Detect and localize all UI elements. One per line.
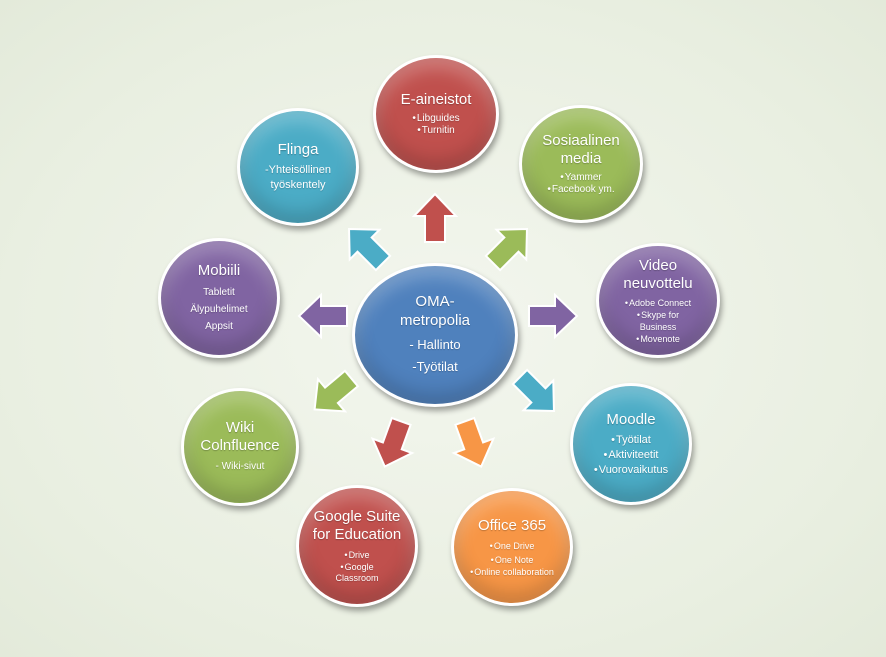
node-list: One Drive One Note Online collaboration <box>469 539 555 578</box>
list-item: Aktiviteetit <box>591 448 671 463</box>
list-item: Vuorovaikutus <box>591 463 671 478</box>
arrow-right <box>527 292 579 340</box>
arrow-left-down <box>298 360 367 429</box>
center-node: OMA- metropolia - Hallinto -Työtilat <box>352 263 518 407</box>
node-mobiili: Mobiili Tabletit Älypuhelimet Appsit <box>158 238 280 358</box>
node-title: Mobiili <box>197 261 241 279</box>
node-title: Wiki Colnfluence <box>200 419 280 454</box>
node-list: Tabletit Älypuhelimet Appsit <box>190 284 247 335</box>
list-item: -Yhteisöllinen työskentely <box>264 164 332 191</box>
center-item: - Hallinto <box>409 337 461 352</box>
node-list: Työtilat Aktiviteetit Vuorovaikutus <box>591 433 671 478</box>
list-item: Työtilat <box>591 433 671 448</box>
node-title: Video neuvottelu <box>623 256 693 292</box>
arrow-up-shape <box>411 192 459 243</box>
node-sosiaalinen-media: Sosiaalinen media Yammer Facebook ym. <box>519 105 643 223</box>
list-item: Libguides <box>412 113 460 125</box>
node-title: Sosiaalinen media <box>542 132 620 167</box>
arrow-right-shape <box>528 292 579 340</box>
arrow-up-left <box>331 211 400 280</box>
list-item: Adobe Connect <box>613 297 703 309</box>
center-node-list: - Hallinto -Työtilat <box>409 334 460 378</box>
node-list: - Wiki-sivut <box>216 459 265 475</box>
list-item: Movenote <box>613 333 703 345</box>
list-item: - Wiki-sivut <box>215 461 265 472</box>
node-e-aineistot: E-aineistot Libguides Turnitin <box>373 55 499 173</box>
list-item: Tabletit <box>203 286 235 298</box>
arrow-left-shape <box>297 292 348 340</box>
center-title-line: OMA- metropolia <box>399 293 471 329</box>
node-video-neuvottelu: Video neuvottelu Adobe Connect Skype for… <box>596 243 720 358</box>
node-flinga: Flinga -Yhteisöllinen työskentely <box>237 108 359 226</box>
node-title: Google Suite for Education <box>312 508 402 543</box>
arrow-up-right <box>475 211 544 280</box>
list-item: Turnitin <box>412 125 459 137</box>
arrow-up <box>411 192 459 244</box>
node-title: Office 365 <box>477 516 547 534</box>
list-item: Google Classroom <box>322 562 392 584</box>
center-item: -Työtilat <box>412 359 458 374</box>
node-list: Libguides Turnitin <box>412 113 460 137</box>
list-item: Drive <box>322 548 392 562</box>
arrow-down-right <box>502 359 571 428</box>
node-title: E-aineistot <box>400 91 472 108</box>
node-list: Drive Google Classroom <box>322 548 392 584</box>
node-list: Adobe Connect Skype for Business Movenot… <box>613 297 703 345</box>
node-wiki-confluence: Wiki Colnfluence - Wiki-sivut <box>181 388 299 506</box>
arrow-up-left-shape <box>348 228 392 272</box>
arrow-down-right-2-shape <box>451 416 496 468</box>
list-item: Yammer <box>547 172 614 184</box>
list-item: One Note <box>469 553 555 567</box>
arrow-down-right-2 <box>442 412 503 477</box>
node-title: Moodle <box>606 410 656 428</box>
node-list: -Yhteisöllinen työskentely <box>250 163 346 193</box>
node-title: Flinga <box>277 141 319 158</box>
arrow-down-right-shape <box>511 368 555 412</box>
node-moodle: Moodle Työtilat Aktiviteetit Vuorovaikut… <box>570 383 692 505</box>
center-node-title: OMA- metropolia <box>400 292 470 330</box>
node-google-suite: Google Suite for Education Drive Google … <box>296 485 418 607</box>
list-item: Facebook ym. <box>547 184 615 196</box>
list-item: Appsit <box>205 320 233 332</box>
arrow-left-down-shape <box>313 369 360 413</box>
arrow-up-right-shape <box>484 228 528 272</box>
arrow-left <box>297 292 349 340</box>
list-item: Älypuhelimet <box>190 303 248 315</box>
node-office-365: Office 365 One Drive One Note Online col… <box>451 488 573 606</box>
list-item: Skype for Business <box>613 309 703 333</box>
list-item: One Drive <box>469 539 555 553</box>
arrow-down-left-shape <box>370 416 415 468</box>
arrow-down-left <box>362 412 423 477</box>
node-list: Yammer Facebook ym. <box>547 172 615 196</box>
list-item: Online collaboration <box>469 567 555 578</box>
